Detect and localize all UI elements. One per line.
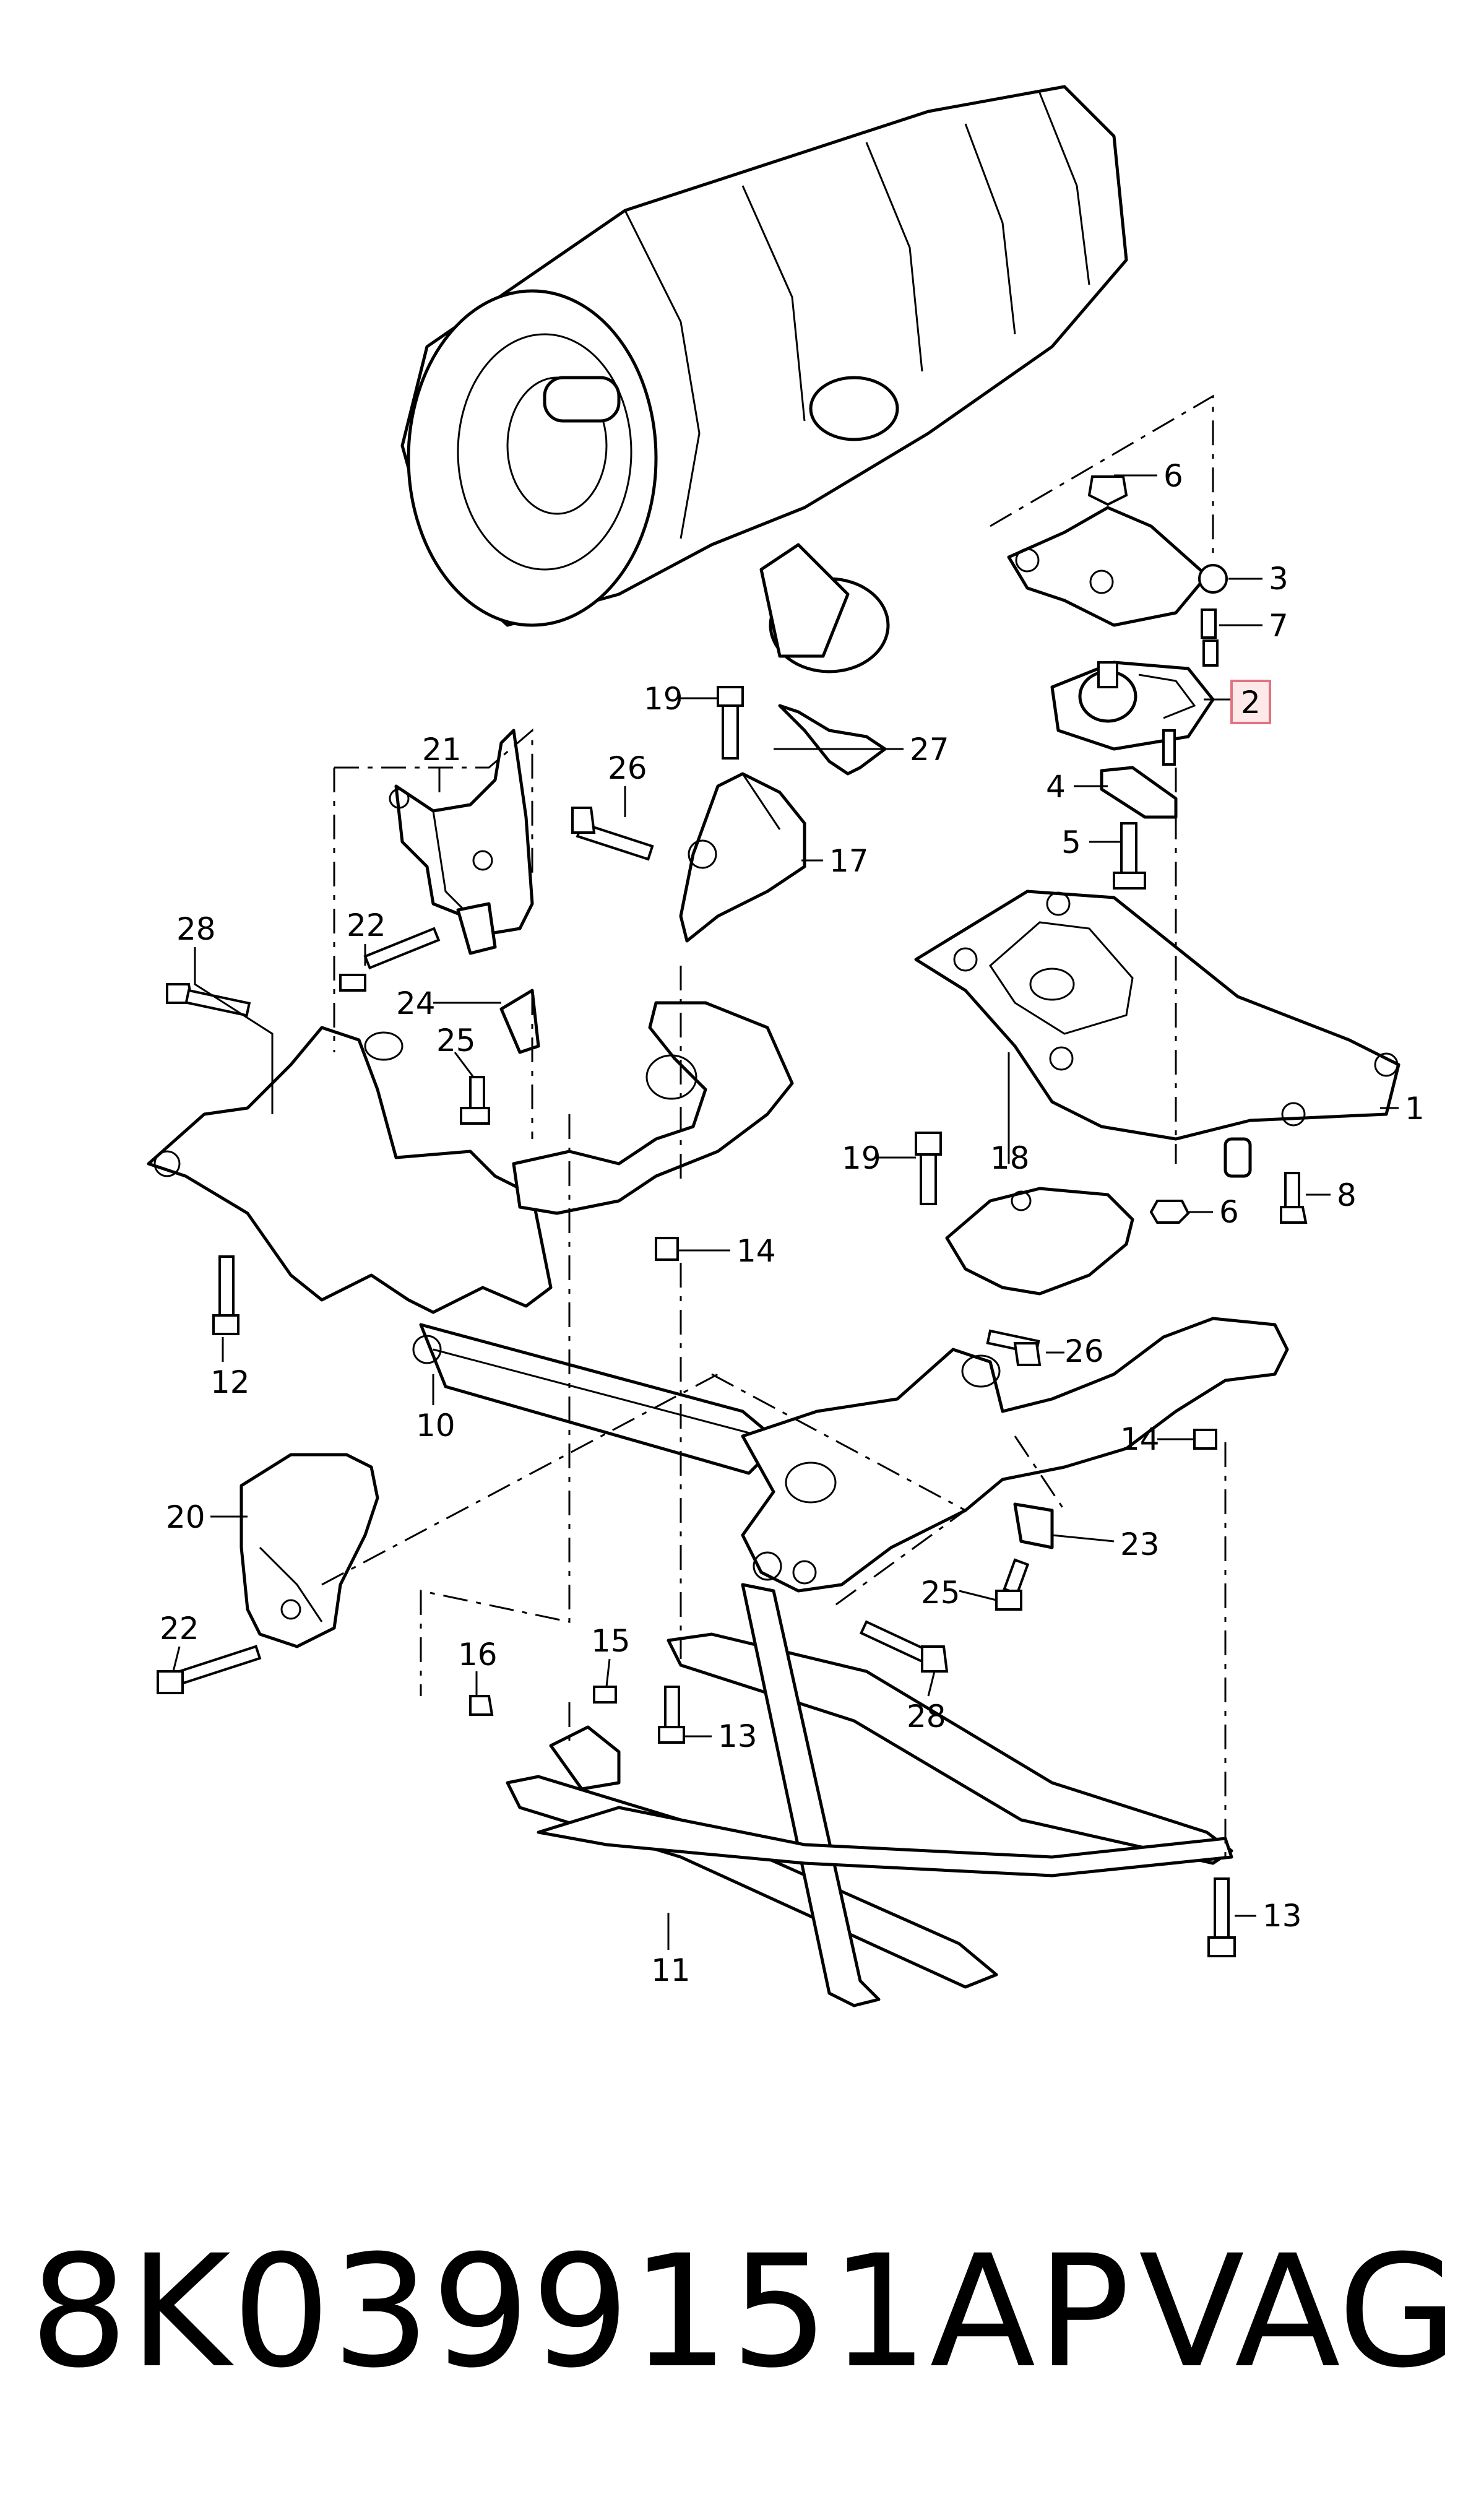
- front-subframe: [147, 1001, 1289, 1593]
- part-number: 8K0399151AP: [30, 2222, 1132, 2402]
- callout-17: 17: [829, 843, 869, 879]
- callout-19a: 19: [644, 681, 683, 717]
- callout-13b: 13: [1262, 1898, 1302, 1934]
- callout-12: 12: [210, 1364, 250, 1400]
- callout-6b: 6: [1219, 1194, 1239, 1230]
- callout-20: 20: [166, 1499, 205, 1535]
- callout-16: 16: [458, 1637, 498, 1673]
- transmission-crossmember: [914, 890, 1400, 1178]
- crossmember-bolts: [1149, 1172, 1308, 1224]
- callout-28a: 28: [176, 911, 216, 947]
- callout-6a: 6: [1163, 458, 1183, 494]
- mount-bracket: [1007, 475, 1228, 627]
- callout-14a: 14: [736, 1233, 776, 1269]
- callout-1: 1: [1405, 1091, 1425, 1127]
- callout-23: 23: [1120, 1526, 1160, 1562]
- bracket-27: [778, 704, 887, 776]
- callout-5: 5: [1061, 825, 1081, 860]
- callout-11: 11: [651, 1952, 691, 1988]
- callout-13a: 13: [718, 1718, 757, 1754]
- callout-8: 8: [1337, 1177, 1357, 1213]
- reference-lines: [321, 394, 1227, 1857]
- bolt-hardware: [157, 686, 1236, 1957]
- callout-25b: 25: [921, 1575, 960, 1611]
- transmission-mount: [1050, 639, 1219, 766]
- heat-shield-18: [945, 1187, 1134, 1296]
- callout-24: 24: [396, 985, 436, 1021]
- callout-26a: 26: [608, 750, 647, 786]
- callout-4: 4: [1046, 769, 1066, 805]
- callout-2: 2: [1241, 685, 1261, 721]
- callout-21: 21: [422, 732, 462, 768]
- callout-labels: 6 3 7 2 4 5 1 6 8 19 27 26 17 21 22 28 2…: [160, 458, 1425, 1988]
- heat-shield-left-upper: [389, 729, 534, 955]
- brand-label: VAG: [1139, 2222, 1458, 2402]
- reinforcement-brace: [506, 1583, 1233, 2007]
- callout-15: 15: [591, 1623, 631, 1659]
- callout-27: 27: [910, 732, 949, 768]
- callout-leaders: [172, 474, 1399, 1950]
- callout-7: 7: [1269, 608, 1288, 644]
- callout-2-highlight: [1230, 680, 1271, 724]
- callout-28b: 28: [907, 1699, 946, 1734]
- callout-10: 10: [416, 1408, 455, 1444]
- transmission: [400, 85, 1128, 673]
- callout-3: 3: [1269, 561, 1288, 597]
- callout-18: 18: [990, 1140, 1030, 1176]
- callout-14b: 14: [1120, 1421, 1160, 1457]
- callout-19b: 19: [842, 1140, 881, 1176]
- callout-26b: 26: [1064, 1333, 1104, 1369]
- heat-shield-left-lower: [240, 1453, 379, 1648]
- callout-25a: 25: [436, 1023, 476, 1059]
- callout-22a: 22: [347, 907, 386, 943]
- callout-22b: 22: [160, 1611, 199, 1647]
- support-bracket-17: [679, 772, 806, 943]
